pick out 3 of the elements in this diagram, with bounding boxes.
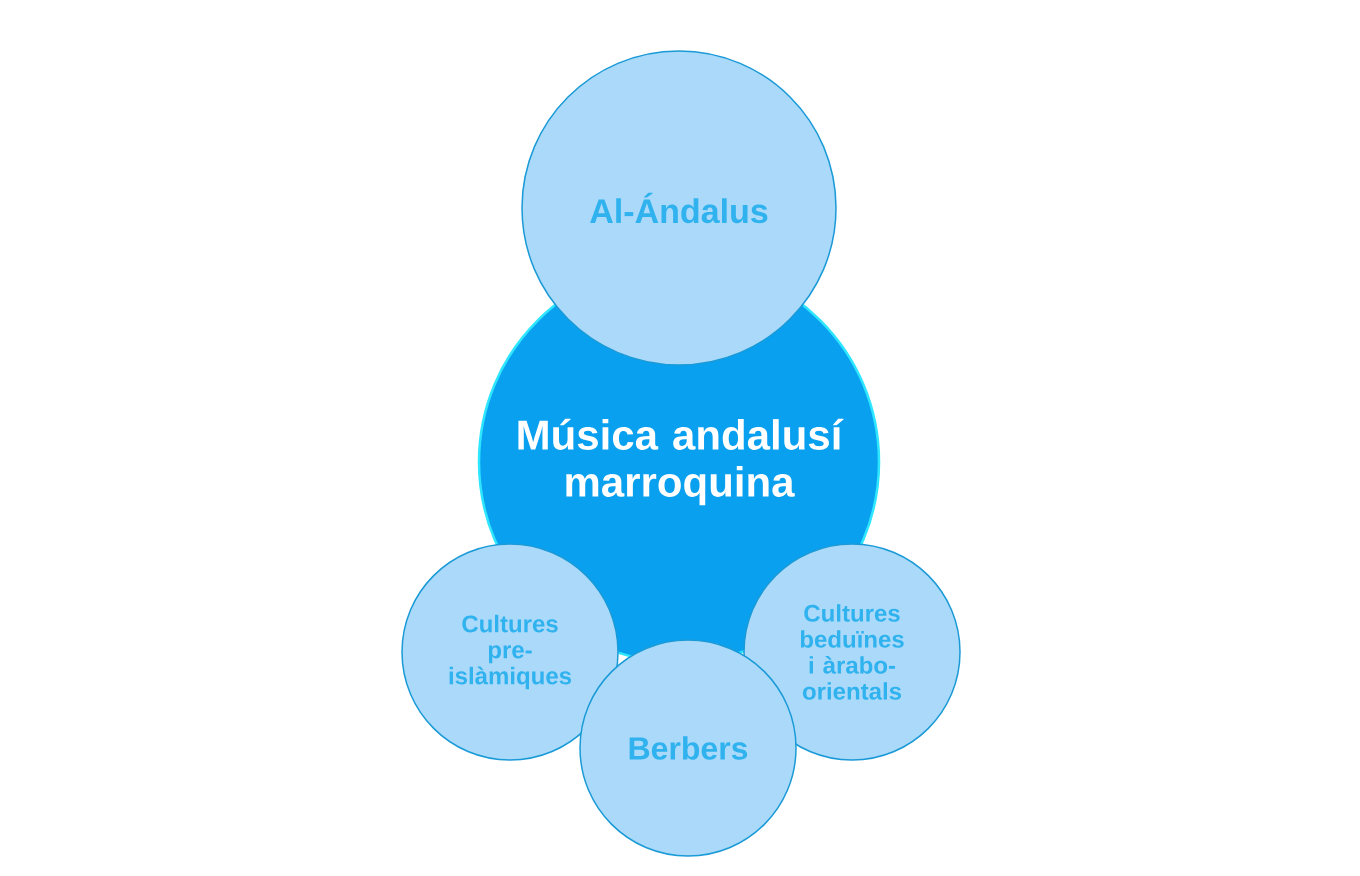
circle-node: Cultures pre-islàmiques (401, 543, 619, 761)
circle-node: Berbers (579, 639, 797, 857)
circle-node: Al-Ándalus (521, 50, 837, 366)
